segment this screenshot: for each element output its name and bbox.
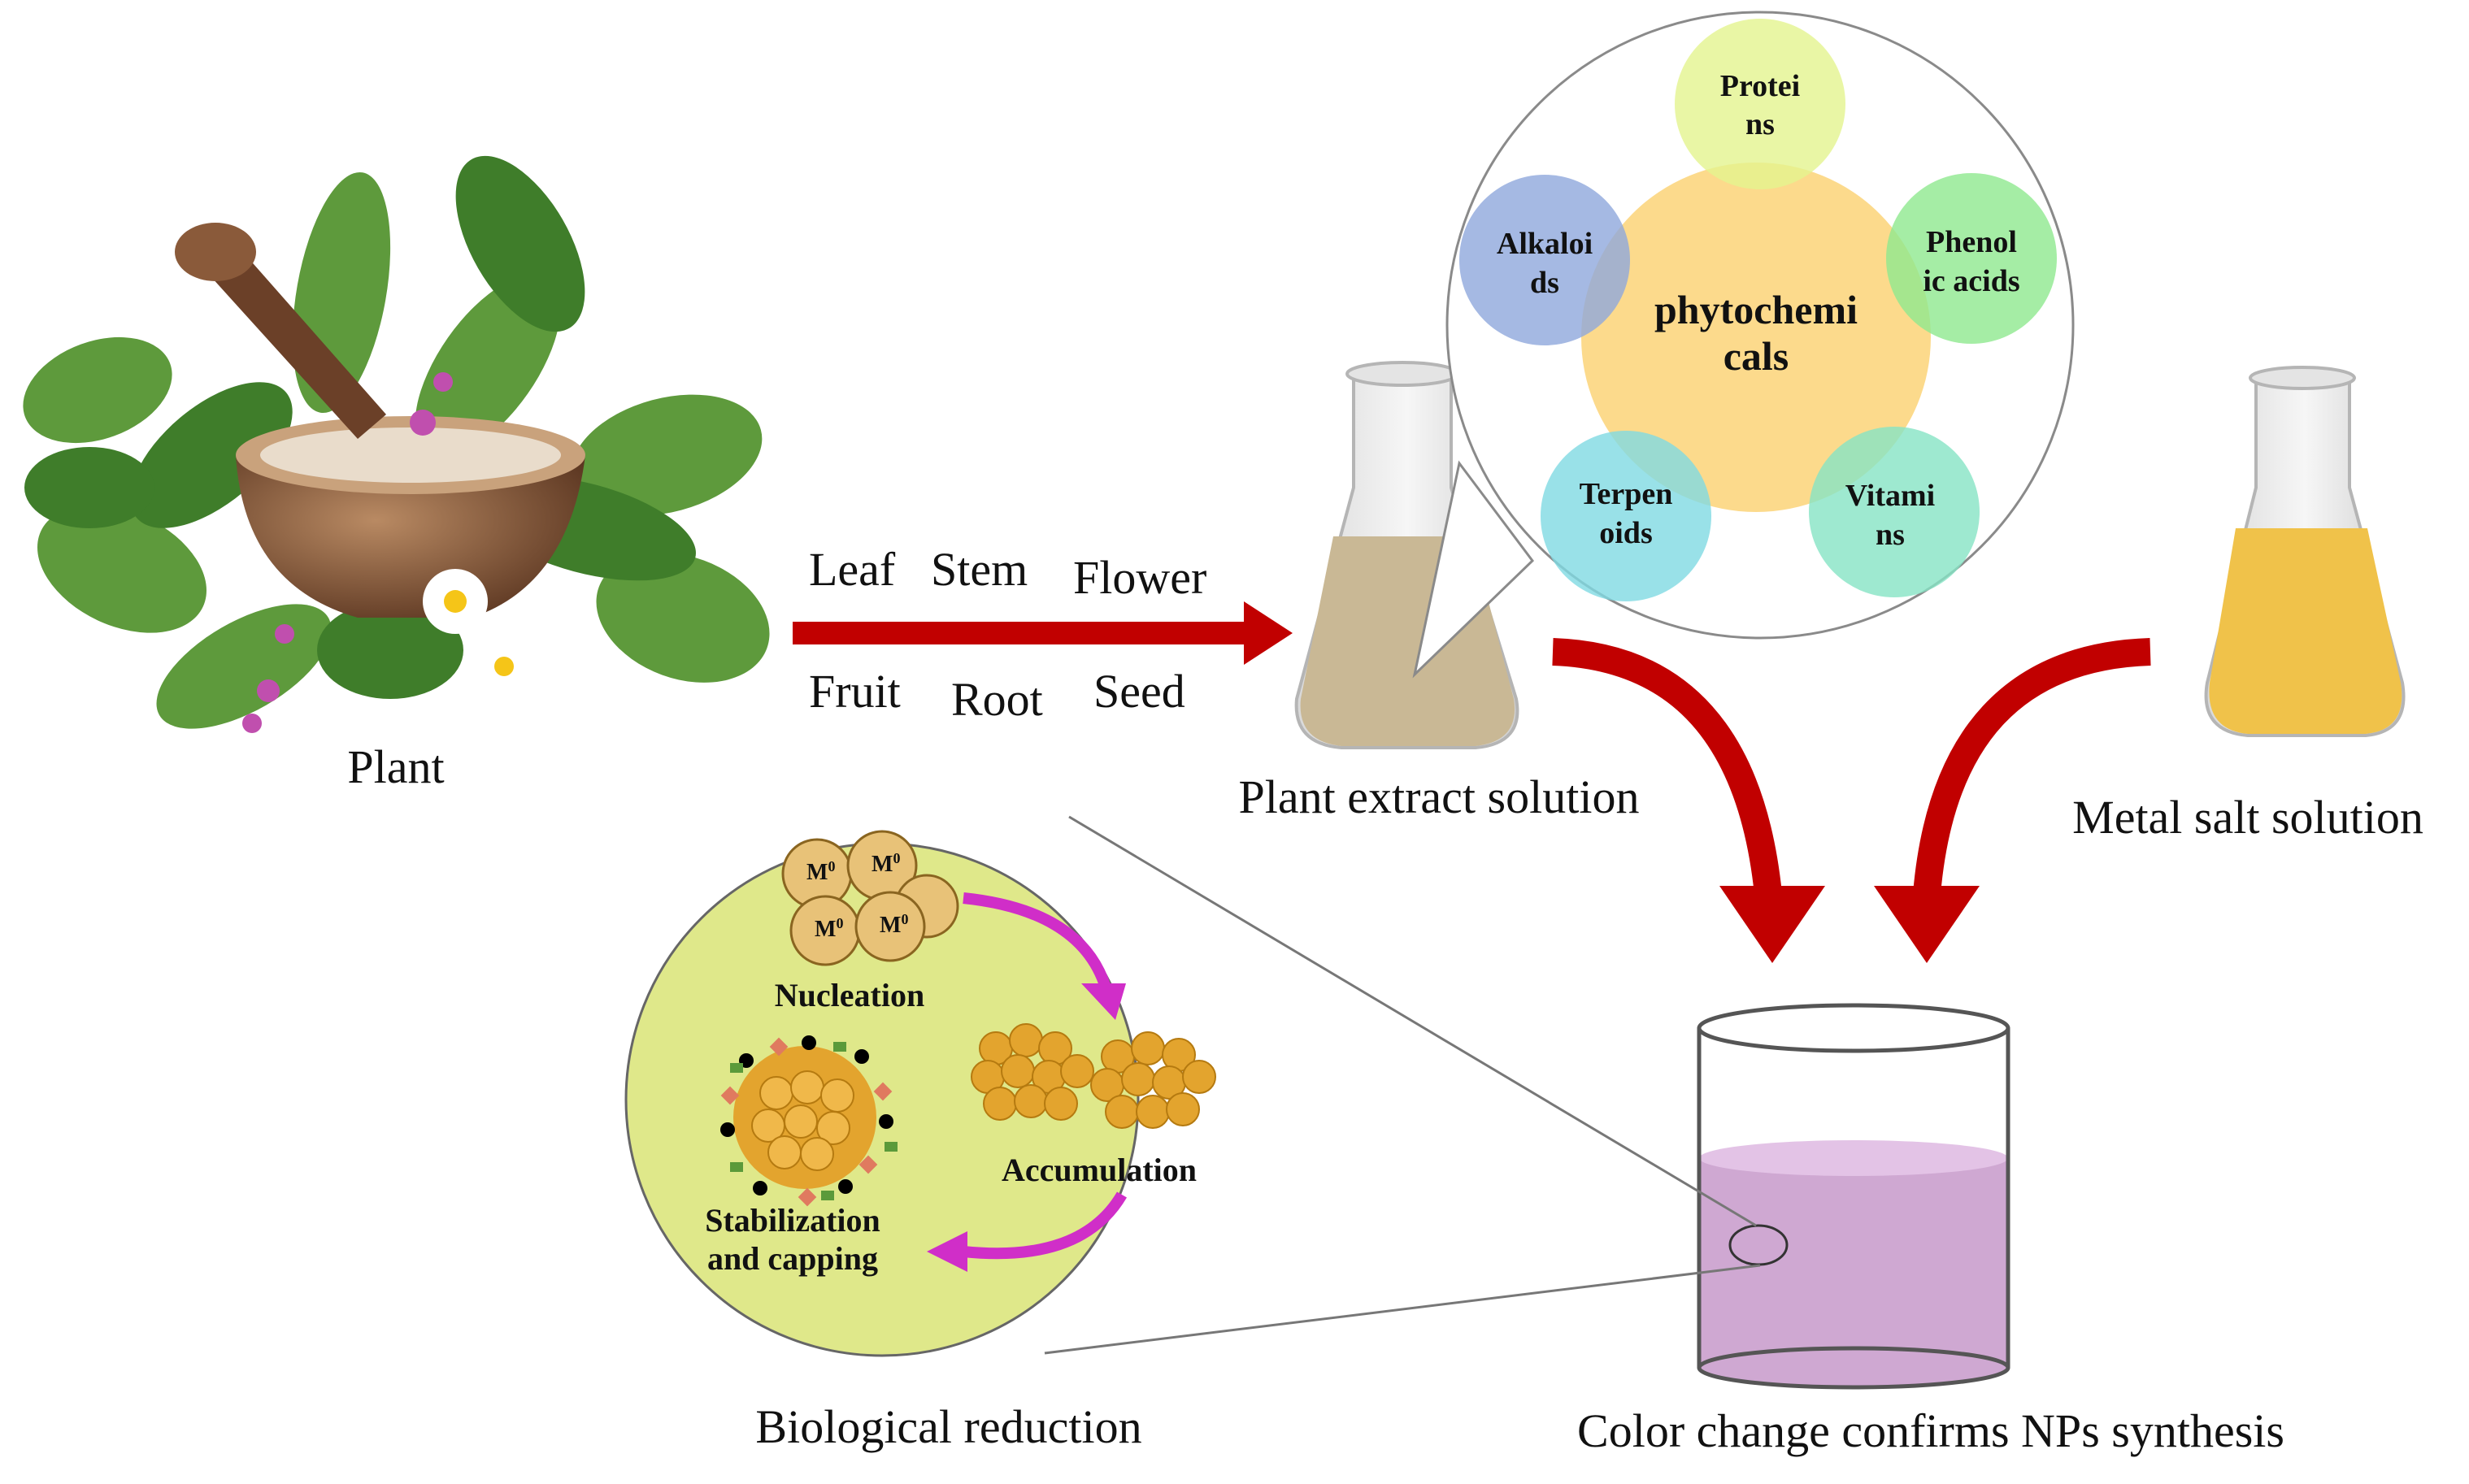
phyto-proteins-line1: Protei	[1720, 69, 1800, 103]
capped-nanoparticle	[720, 1035, 898, 1207]
phyto-vitamins-circle	[1809, 427, 1980, 597]
phyto-vitamins-line2: ns	[1876, 518, 1905, 552]
metal-salt-label: Metal salt solution	[2072, 791, 2423, 844]
phyto-terpenoids-circle	[1541, 431, 1711, 601]
nucleation-cluster	[781, 830, 959, 966]
reduction-label: Biological reduction	[755, 1400, 1141, 1453]
phyto-terpenoids-line1: Terpen	[1580, 477, 1673, 511]
phytochemicals-center	[1581, 163, 1931, 512]
plant-label: Plant	[347, 740, 444, 793]
part-seed: Seed	[1093, 665, 1185, 718]
phyto-proteins-circle	[1675, 19, 1845, 189]
phyto-vitamins-line1: Vitami	[1845, 479, 1935, 513]
part-leaf: Leaf	[809, 543, 896, 596]
part-flower: Flower	[1073, 551, 1206, 604]
arrow-accumulation-to-stabilization	[927, 1191, 1128, 1272]
atom-label: M0	[880, 911, 908, 938]
plant-illustration	[23, 155, 770, 733]
beaker-label: Color change confirms NPs synthesis	[1577, 1404, 2284, 1457]
atom-label: M0	[872, 850, 900, 877]
stabilization-label-line1: Stabilization	[705, 1202, 880, 1239]
phyto-alkaloids-line1: Alkaloi	[1497, 227, 1593, 261]
phyto-phenolic-circle	[1886, 173, 2057, 344]
part-fruit: Fruit	[809, 665, 901, 718]
extract-label: Plant extract solution	[1239, 770, 1640, 823]
arrow-nucleation-to-accumulation	[963, 892, 1126, 1020]
phyto-phenolic-line2: ic acids	[1923, 264, 2019, 298]
phyto-center-line1: phytochemi	[1654, 287, 1858, 332]
nucleation-label: Nucleation	[775, 977, 924, 1013]
zoom-line-top	[1068, 815, 1757, 1227]
phyto-center-line2: cals	[1724, 333, 1789, 379]
part-stem: Stem	[931, 543, 1028, 596]
phyto-terpenoids-line2: oids	[1599, 516, 1652, 550]
metal-salt-liquid	[2209, 528, 2402, 734]
arrow-extract-to-beaker	[1552, 638, 1825, 963]
arrow-metal-to-beaker	[1874, 638, 2151, 963]
accumulation-label: Accumulation	[1002, 1152, 1197, 1188]
phyto-alkaloids-circle	[1459, 175, 1630, 345]
accumulation-clusters	[971, 1023, 1216, 1129]
arrow-plant-to-extract	[793, 601, 1293, 665]
phyto-alkaloids-line2: ds	[1530, 266, 1559, 300]
callout-pointer	[1412, 460, 1534, 679]
metal-salt-flask	[2204, 366, 2406, 737]
phyto-phenolic-line1: Phenol	[1926, 225, 2017, 259]
stabilization-label-line2: and capping	[707, 1240, 878, 1277]
atom-label: M0	[815, 915, 843, 942]
reaction-beaker	[1697, 1003, 2010, 1390]
part-root: Root	[951, 673, 1043, 726]
phyto-proteins-line2: ns	[1745, 107, 1775, 141]
atom-label: M0	[806, 858, 835, 885]
zoom-line-bottom	[1044, 1264, 1761, 1355]
